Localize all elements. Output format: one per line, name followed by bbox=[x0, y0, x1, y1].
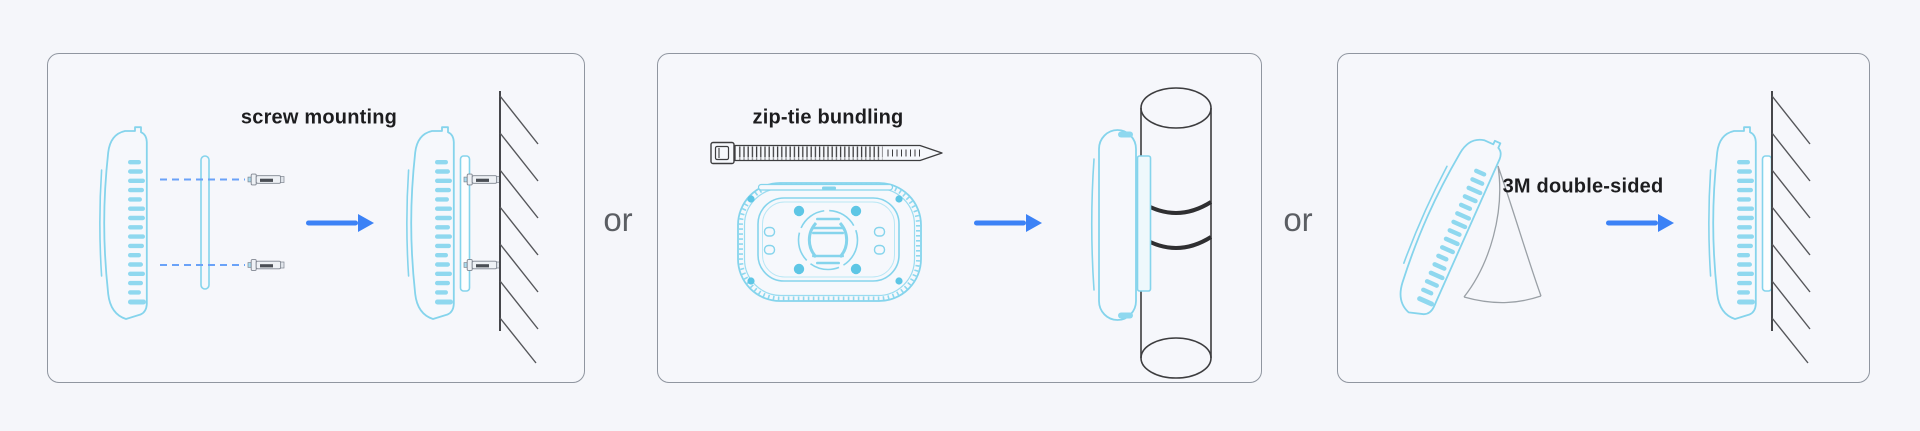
wall-icon bbox=[499, 90, 539, 364]
zip-tie-bands bbox=[1139, 200, 1213, 250]
adhesive-sheet bbox=[1463, 165, 1542, 304]
pole-icon bbox=[1140, 87, 1212, 379]
panel-3m-double-sided: 3M double-sided bbox=[1337, 53, 1870, 383]
device-mounted-on-wall bbox=[1707, 126, 1773, 320]
device-back-view bbox=[737, 182, 922, 302]
screw-mounting-illustration bbox=[98, 90, 539, 364]
device-tilted bbox=[1383, 125, 1507, 322]
adhesive-illustration bbox=[1383, 90, 1811, 364]
screw-bottom bbox=[247, 259, 285, 271]
alignment-guides bbox=[160, 178, 245, 266]
or-separator-1: or bbox=[603, 201, 633, 238]
panel-zip-tie-bundling: zip-tie bundling bbox=[657, 53, 1262, 383]
arrow-icon bbox=[1606, 214, 1674, 232]
zip-tie-illustration bbox=[710, 87, 1213, 379]
arrow-icon bbox=[974, 214, 1042, 232]
device-mounted-on-wall bbox=[405, 126, 501, 320]
or-separator-2: or bbox=[1283, 201, 1313, 238]
zip-tie-bundling-title: zip-tie bundling bbox=[752, 106, 904, 129]
3m-double-sided-title: 3M double-sided bbox=[1502, 175, 1664, 198]
wall-icon bbox=[1771, 90, 1811, 364]
arrow-icon bbox=[306, 214, 374, 232]
screw-top bbox=[247, 173, 285, 186]
screw-mounting-title: screw mounting bbox=[240, 106, 398, 129]
device-side-view bbox=[98, 126, 148, 320]
zip-tie-icon bbox=[710, 141, 943, 165]
device-mounted-on-pole bbox=[1090, 129, 1152, 321]
mounting-plate bbox=[200, 155, 210, 290]
panel-screw-mounting: screw mounting bbox=[47, 53, 585, 383]
